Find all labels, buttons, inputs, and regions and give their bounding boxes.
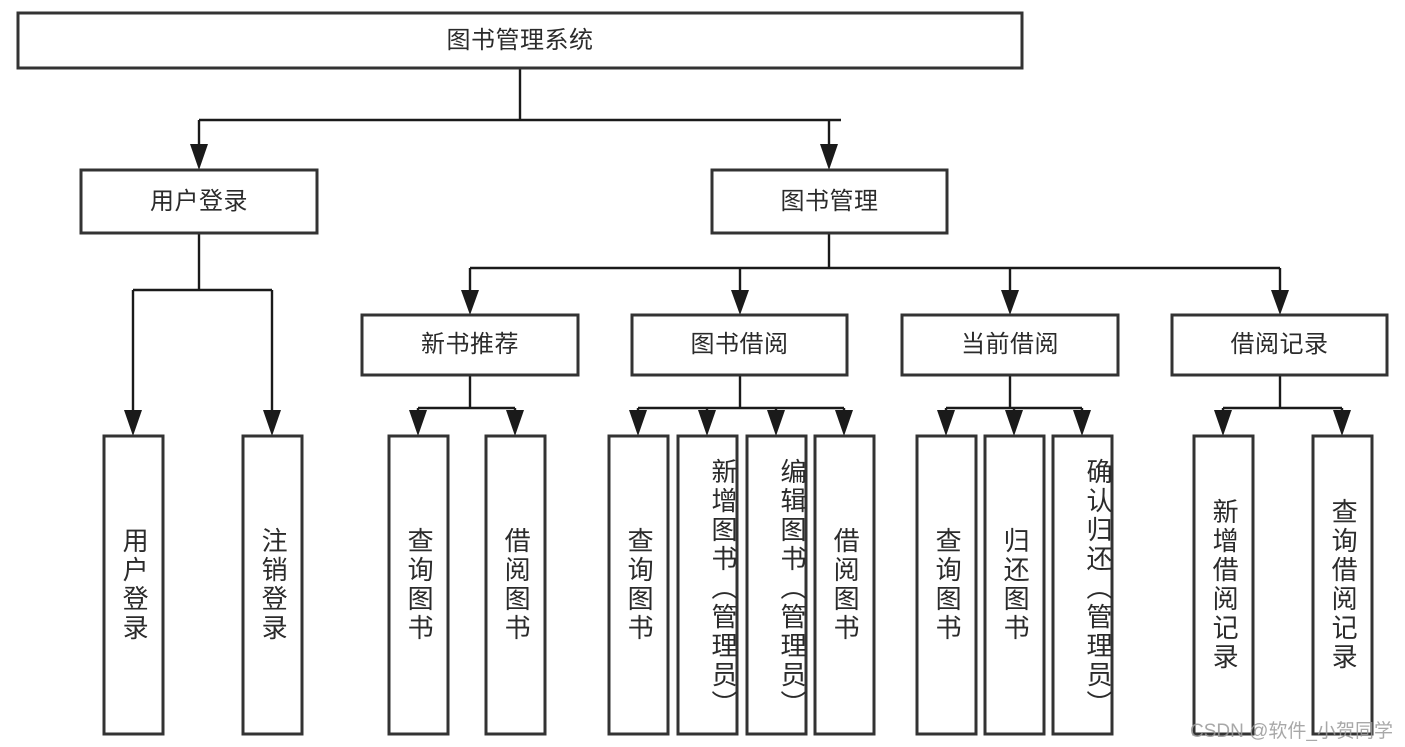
node-box-current-borrow[interactable] bbox=[900, 313, 1120, 377]
node-box-root[interactable] bbox=[16, 11, 1024, 70]
arrow-icon-leaf-query-book-3 bbox=[937, 410, 955, 436]
arrow-icon-to-current-borrow bbox=[1001, 290, 1019, 315]
connector-group-book-borrow bbox=[629, 375, 853, 436]
arrow-icon-leaf-add-record bbox=[1214, 410, 1232, 436]
arrow-icon-leaf-query-record bbox=[1333, 410, 1351, 436]
arrow-icon-leaf-return-book bbox=[1005, 410, 1023, 436]
connector-group-book-manage bbox=[461, 233, 1289, 315]
arrow-icon-to-new-book-recommend bbox=[461, 290, 479, 315]
node-box-leaf-return-book[interactable] bbox=[983, 434, 1046, 736]
arrow-icon-to-book-borrow bbox=[731, 290, 749, 315]
connector-group-new-book-recommend bbox=[409, 375, 524, 436]
node-box-book-borrow[interactable] bbox=[630, 313, 849, 377]
arrow-icon-to-borrow-record bbox=[1271, 290, 1289, 315]
node-box-leaf-borrow-book-1[interactable] bbox=[484, 434, 547, 736]
connector-group-user-login bbox=[124, 233, 281, 436]
node-box-borrow-record[interactable] bbox=[1170, 313, 1389, 377]
node-box-leaf-query-record[interactable] bbox=[1311, 434, 1374, 736]
node-box-leaf-query-book-3[interactable] bbox=[915, 434, 978, 736]
node-box-leaf-logout-login[interactable] bbox=[241, 434, 304, 736]
connector-group-borrow-record bbox=[1214, 375, 1351, 436]
arrow-icon-leaf-query-book-1 bbox=[409, 410, 427, 436]
arrow-icon-leaf-logout-login bbox=[263, 410, 281, 436]
arrow-icon-leaf-edit-book bbox=[767, 410, 785, 436]
node-box-leaf-user-login[interactable] bbox=[102, 434, 165, 736]
arrow-icon-leaf-borrow-book-2 bbox=[835, 410, 853, 436]
arrow-icon-leaf-user-login bbox=[124, 410, 142, 436]
arrow-icon-to-user-login bbox=[190, 144, 208, 170]
node-box-leaf-query-book-1[interactable] bbox=[387, 434, 450, 736]
node-box-leaf-add-record[interactable] bbox=[1192, 434, 1255, 736]
connector-group-root bbox=[190, 68, 841, 170]
arrow-icon-leaf-add-book bbox=[698, 410, 716, 436]
node-box-leaf-confirm-return[interactable] bbox=[1051, 434, 1114, 736]
node-box-leaf-borrow-book-2[interactable] bbox=[813, 434, 876, 736]
connector-group-current-borrow bbox=[937, 375, 1091, 436]
arrow-icon-leaf-confirm-return bbox=[1073, 410, 1091, 436]
node-box-new-book-recommend[interactable] bbox=[360, 313, 580, 377]
node-box-book-manage[interactable] bbox=[710, 168, 949, 235]
node-box-leaf-edit-book[interactable] bbox=[745, 434, 808, 736]
arrow-icon-leaf-borrow-book-1 bbox=[506, 410, 524, 436]
node-box-user-login[interactable] bbox=[79, 168, 319, 235]
node-box-leaf-query-book-2[interactable] bbox=[607, 434, 670, 736]
arrow-icon-to-book-manage bbox=[820, 144, 838, 170]
arrow-icon-leaf-query-book-2 bbox=[629, 410, 647, 436]
node-box-leaf-add-book[interactable] bbox=[676, 434, 739, 736]
